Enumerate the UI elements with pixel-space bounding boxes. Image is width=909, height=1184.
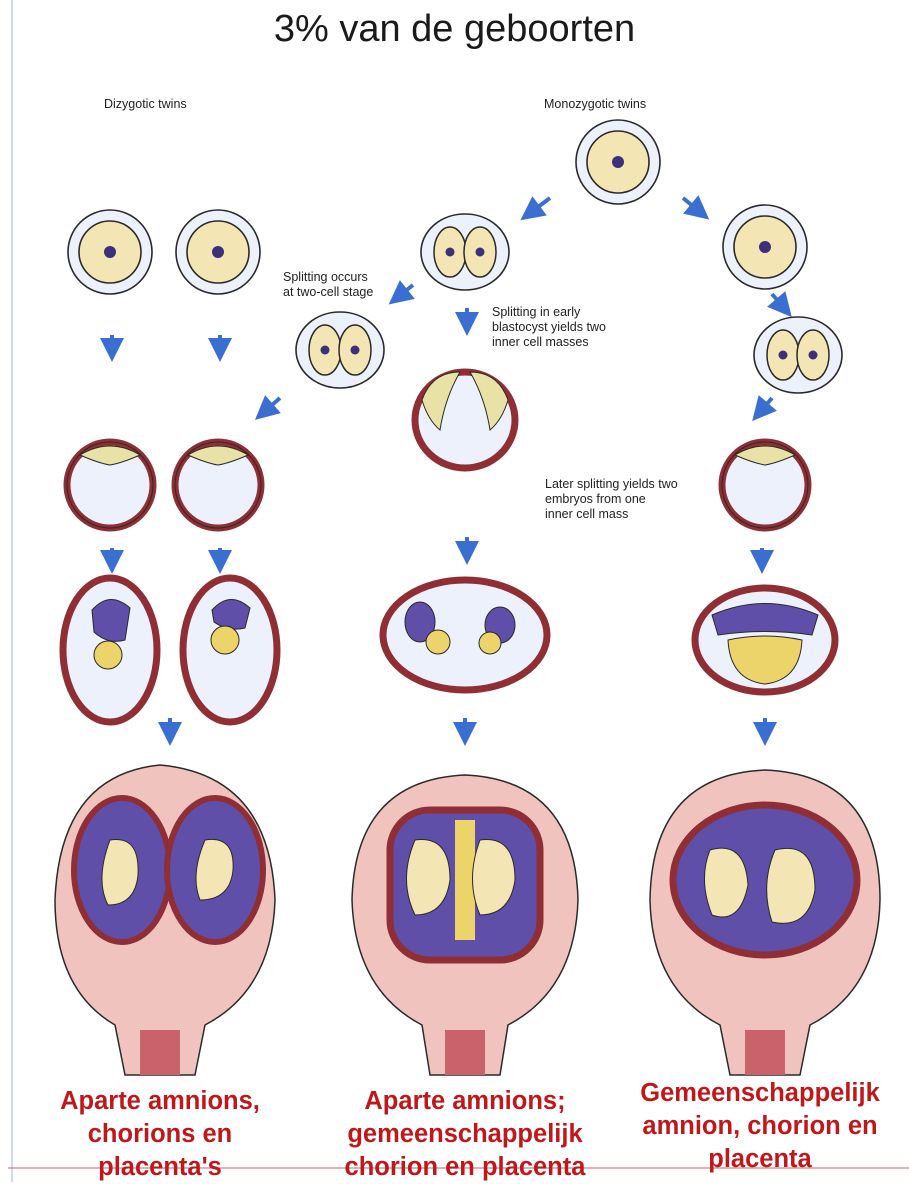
implanted-embryo-right [691, 584, 839, 696]
implanted-embryo-left-1 [59, 574, 161, 726]
dizygotic-zygote-1 [67, 209, 153, 295]
arrow [388, 280, 415, 305]
arrow [767, 291, 792, 318]
page-title: 3% van de geboorten [273, 8, 636, 50]
implanted-embryos-middle [379, 576, 551, 694]
two-cell-stage-middle [420, 213, 510, 291]
uterus-middle [351, 774, 579, 1076]
blastocyst-left-2 [175, 442, 261, 528]
monozygotic-zygote [575, 119, 661, 205]
arrow [254, 395, 282, 420]
arrow [520, 196, 552, 221]
uterus-right [649, 769, 881, 1076]
dizygotic-zygote-2 [175, 209, 261, 295]
monozygotic-label: Monozygotic twins [544, 97, 647, 111]
blastocyst-right [722, 442, 808, 528]
uterus-left [54, 764, 276, 1076]
blastocyst-left-1 [67, 442, 153, 528]
flow-arrows [100, 195, 792, 746]
blastocyst-two-inner-masses [411, 368, 519, 472]
dizygotic-label: Dizygotic twins [104, 97, 187, 111]
monozygotic-zygote-right [722, 204, 808, 290]
arrow [681, 195, 710, 220]
implanted-embryo-left-2 [179, 574, 281, 726]
two-cell-stage-right [753, 316, 843, 394]
arrow [752, 395, 777, 422]
two-cell-split [295, 311, 385, 389]
